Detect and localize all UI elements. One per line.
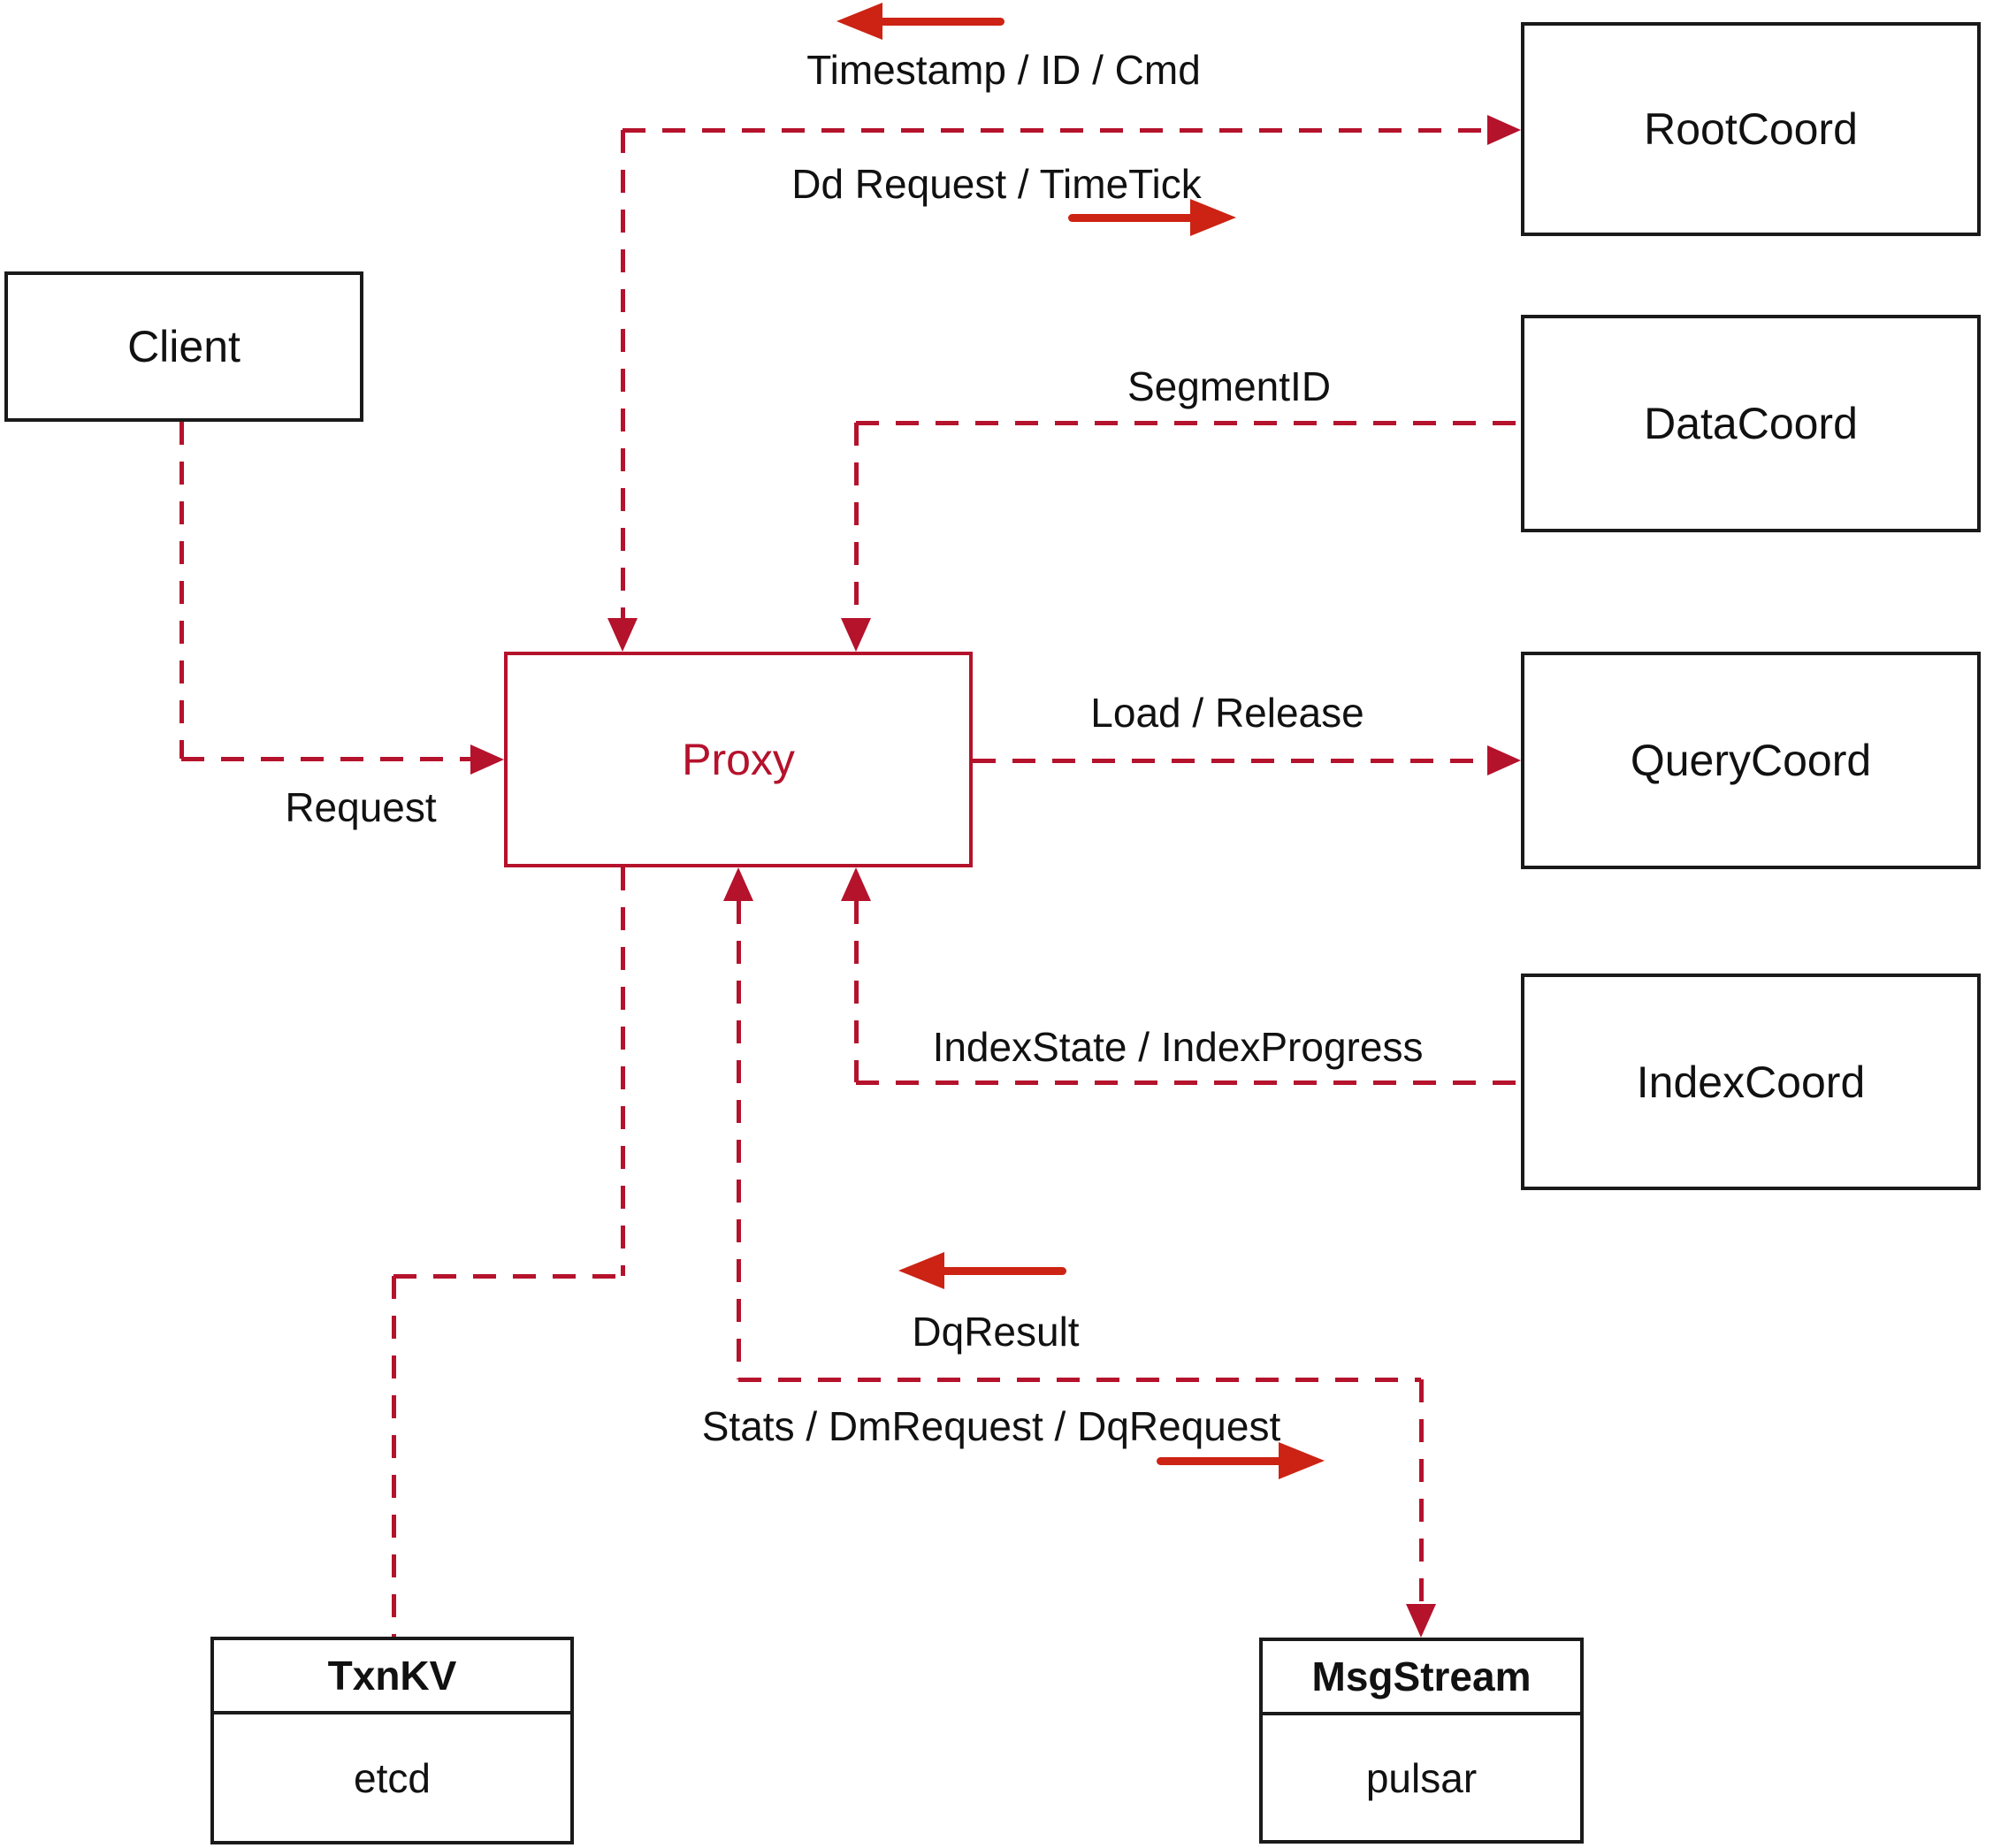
edge-proxy-rootcoord-horizontal [623, 128, 1487, 133]
node-indexcoord-label: IndexCoord [1636, 1057, 1866, 1107]
arrow-shaft [1157, 1457, 1286, 1465]
direction-arrow-timestamp-left [836, 2, 1004, 41]
node-indexcoord: IndexCoord [1521, 974, 1981, 1190]
arrow-head-icon [1279, 1442, 1325, 1479]
arrow-shaft [937, 1267, 1066, 1275]
edge-datacoord-proxy-vertical [854, 423, 859, 622]
node-msgstream-impl-label: pulsar [1365, 1754, 1478, 1801]
node-txnkv-impl: etcd [214, 1714, 570, 1841]
edge-proxy-msgstream-horizontal [738, 1378, 1421, 1382]
node-msgstream-impl: pulsar [1263, 1715, 1580, 1840]
arrow-head-icon [836, 3, 882, 40]
node-datacoord-label: DataCoord [1644, 399, 1858, 448]
direction-arrow-ddrequest-right [1068, 198, 1236, 237]
node-msgstream: MsgStream pulsar [1259, 1638, 1584, 1844]
edge-client-proxy-vertical [180, 422, 184, 759]
node-querycoord-label: QueryCoord [1630, 736, 1872, 785]
edge-label-stats-dmrequest-dqrequest: Stats / DmRequest / DqRequest [701, 1403, 1281, 1449]
node-txnkv-impl-label: etcd [354, 1754, 431, 1801]
arrowhead-into-msgstream [1406, 1604, 1436, 1638]
arrowhead-into-querycoord [1487, 745, 1521, 775]
node-querycoord: QueryCoord [1521, 652, 1981, 869]
edge-proxy-msgstream-vertical-right [1419, 1379, 1424, 1604]
arrowhead-into-proxy-bottom-left [723, 867, 753, 901]
arrow-head-icon [1190, 199, 1236, 236]
edge-label-dqresult: DqResult [912, 1309, 1080, 1355]
edge-proxy-txnkv-horizontal [393, 1274, 623, 1279]
node-txnkv-title-label: TxnKV [327, 1653, 457, 1699]
node-proxy: Proxy [504, 652, 973, 867]
node-txnkv-title: TxnKV [214, 1640, 570, 1714]
edge-indexcoord-proxy-horizontal [856, 1081, 1521, 1085]
edge-label-load-release: Load / Release [1090, 690, 1364, 736]
edge-label-timestamp-id-cmd: Timestamp / ID / Cmd [806, 47, 1201, 93]
arrow-shaft [875, 18, 1004, 26]
arrowhead-into-rootcoord [1487, 115, 1521, 145]
node-proxy-label: Proxy [682, 735, 795, 784]
edge-datacoord-proxy-horizontal [856, 421, 1521, 425]
edge-proxy-querycoord-horizontal [973, 759, 1487, 763]
arrowhead-into-proxy-top-left [607, 618, 638, 652]
arrow-shaft [1068, 214, 1197, 222]
node-msgstream-title-label: MsgStream [1311, 1653, 1532, 1699]
node-msgstream-title: MsgStream [1263, 1641, 1580, 1715]
edge-proxy-msgstream-vertical-left [737, 901, 741, 1379]
edge-client-proxy-horizontal [181, 757, 473, 761]
edge-indexcoord-proxy-vertical [854, 901, 859, 1082]
edge-label-segmentid: SegmentID [1127, 363, 1332, 409]
arrow-head-icon [898, 1252, 944, 1289]
edge-label-indexstate-indexprogress: IndexState / IndexProgress [932, 1024, 1424, 1070]
edge-label-request: Request [285, 784, 437, 830]
edge-label-dd-request-timetick: Dd Request / TimeTick [791, 161, 1202, 207]
edge-proxy-txnkv-vertical-lower [392, 1276, 396, 1637]
arrowhead-into-proxy-top-right [841, 618, 871, 652]
edge-proxy-rootcoord-vertical [621, 130, 625, 622]
node-client-label: Client [127, 322, 241, 371]
arrowhead-into-proxy-bottom-right [841, 867, 871, 901]
node-rootcoord: RootCoord [1521, 22, 1981, 236]
edge-proxy-txnkv-vertical-upper [621, 867, 625, 1276]
node-client: Client [4, 271, 363, 422]
node-txnkv: TxnKV etcd [210, 1637, 574, 1844]
direction-arrow-stats-right [1157, 1441, 1325, 1480]
arrowhead-into-proxy-left [470, 745, 504, 775]
node-rootcoord-label: RootCoord [1644, 104, 1858, 154]
node-datacoord: DataCoord [1521, 315, 1981, 532]
direction-arrow-dqresult-left [898, 1251, 1066, 1290]
